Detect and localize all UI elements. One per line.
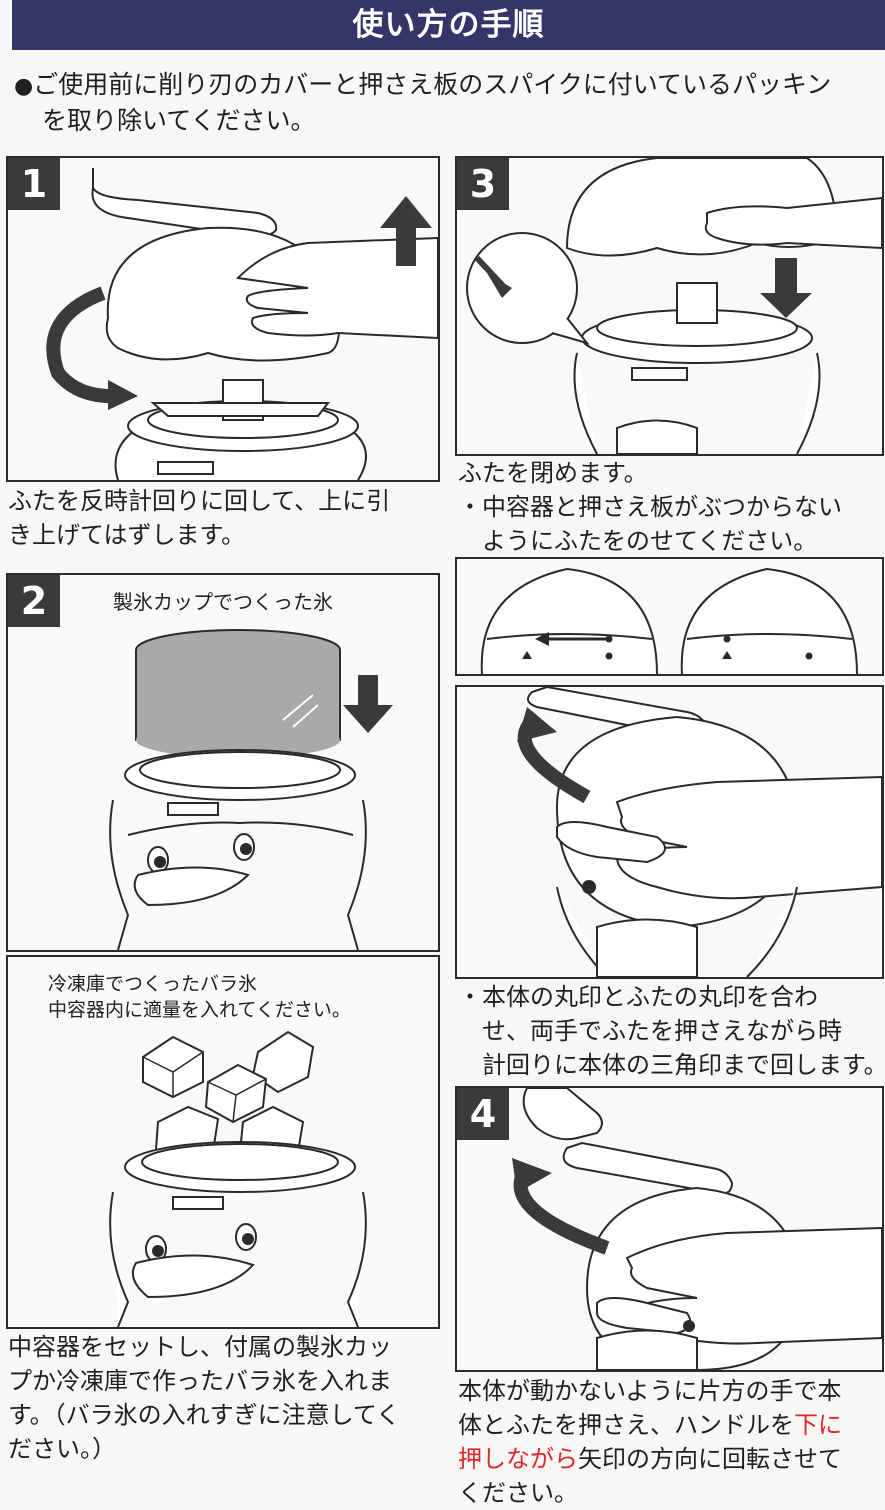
step1-caption-line2: き上げてはずします。: [8, 521, 246, 549]
page-title: 使い方の手順: [12, 0, 885, 50]
step2-drawing: [109, 629, 393, 950]
step2-caption-line4: ださい。）: [8, 1435, 116, 1463]
step2b-label1: 冷凍庫でつくったバラ氷: [48, 973, 258, 995]
step2b-label2: 中容器内に適量を入れてください。: [48, 999, 351, 1021]
step2-caption-line2: プか冷凍庫で作ったバラ氷を入れま: [8, 1367, 392, 1395]
step1-caption: ふたを反時計回りに回して、上に引 き上げてはずします。: [8, 484, 438, 552]
step3-caption-line6: 計回りに本体の三角印まで回します。: [458, 1051, 885, 1079]
step4-caption-red1: 下に: [794, 1411, 842, 1439]
step4-caption-line4: ください。: [458, 1479, 578, 1507]
step3-illustration: 3: [455, 156, 884, 456]
step-number-2: 2: [8, 575, 60, 627]
intro-line1: ご使用前に削り刃のカバーと押さえ板のスパイクに付いているパッキン: [33, 70, 832, 99]
rotate-illustration: [455, 685, 884, 979]
step3-caption-line3: ようにふたをのせてください。: [458, 527, 818, 555]
step2b-drawing: [109, 1030, 367, 1327]
step2-illustration: 2 製氷カップでつくった氷: [6, 573, 440, 952]
step3-caption-line1: ふたを閉めます。: [458, 459, 648, 487]
step2-caption-line1: 中容器をセットし、付属の製氷カッ: [8, 1333, 392, 1361]
step4-illustration: 4: [455, 1086, 884, 1372]
step2-caption-line3: す。（バラ氷の入れすぎに注意してく: [8, 1401, 401, 1429]
intro-line2: を取り除いてください。: [42, 106, 316, 135]
step1-drawing: [46, 168, 438, 480]
step2b-illustration: 冷凍庫でつくったバラ氷 中容器内に適量を入れてください。: [6, 955, 440, 1329]
step4-caption-line1: 本体が動かないように片方の手で本: [458, 1377, 842, 1405]
step4-caption-line3: 矢印の方向に回転させて: [578, 1445, 842, 1473]
step-number-4: 4: [457, 1088, 509, 1140]
step-number-1: 1: [8, 158, 60, 210]
step3-rotate-caption: ・本体の丸印とふたの丸印を合わ せ、両手でふたを押さえながら時 計回りに本体の三…: [458, 980, 885, 1082]
step4-caption: 本体が動かないように片方の手で本 体とふたを押さえ、ハンドルを下に 押しながら矢…: [458, 1374, 883, 1510]
step1-illustration: 1: [6, 156, 440, 482]
step3-drawing: [466, 158, 882, 454]
step2-label: 製氷カップでつくった氷: [113, 590, 333, 614]
step-number-3: 3: [457, 158, 509, 210]
step4-drawing: [512, 1088, 882, 1370]
rotate-drawing: [517, 687, 882, 977]
step1-caption-line1: ふたを反時計回りに回して、上に引: [8, 487, 391, 515]
alignment-illustration: 後ろ: [455, 557, 884, 676]
step3-caption-line2: ・中容器と押さえ板がぶつからない: [458, 493, 842, 521]
step4-caption-line2: 体とふたを押さえ、ハンドルを: [458, 1411, 794, 1439]
step3-caption-line4: ・本体の丸印とふたの丸印を合わ: [458, 983, 818, 1011]
step2-caption: 中容器をセットし、付属の製氷カッ プか冷凍庫で作ったバラ氷を入れま す。（バラ氷…: [8, 1330, 438, 1466]
step3-caption-line5: せ、両手でふたを押さえながら時: [458, 1017, 842, 1045]
step3-caption: ふたを閉めます。 ・中容器と押さえ板がぶつからない ようにふたをのせてください。: [458, 456, 883, 558]
intro-note: ●ご使用前に削り刃のカバーと押さえ板のスパイクに付いているパッキン を取り除いて…: [14, 68, 879, 138]
alignment-drawing: [480, 567, 858, 674]
bullet-icon: ●: [14, 74, 34, 99]
step4-caption-red2: 押しながら: [458, 1445, 578, 1473]
